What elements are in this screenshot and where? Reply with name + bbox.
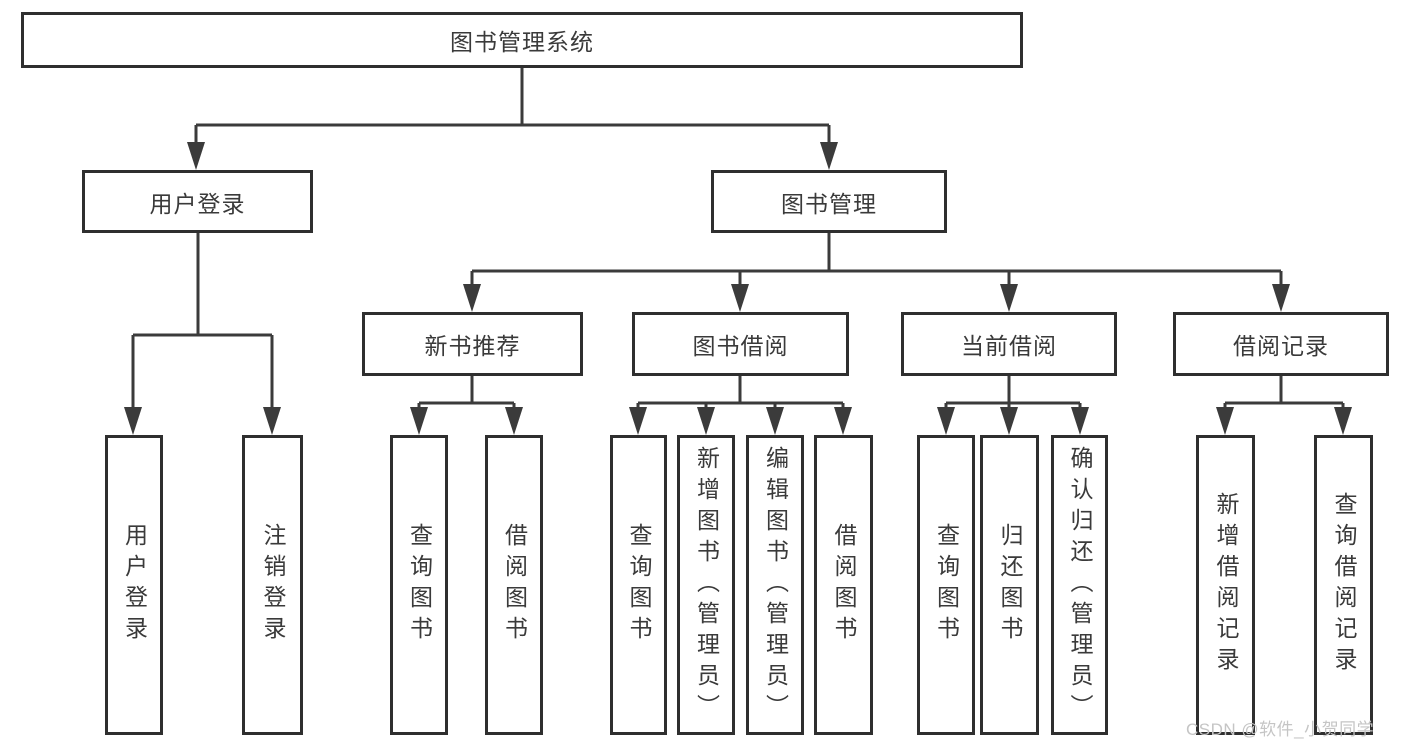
arrowheads (124, 142, 1352, 435)
node-book-management: 图书管理 (711, 170, 947, 233)
leaf-add-books-admin: 新增图书（管理员） (677, 435, 735, 735)
watermark: CSDN @软件_小贺同学 (1186, 720, 1375, 739)
leaf-label: 新增图书（管理员） (693, 445, 720, 725)
leaf-label: 查询图书 (626, 523, 652, 647)
node-user-login: 用户登录 (82, 170, 313, 233)
node-label: 图书借阅 (692, 333, 789, 359)
leaf-label: 编辑图书（管理员） (762, 445, 789, 725)
leaf-label: 借阅图书 (831, 523, 857, 647)
leaf-query-borrow-record: 查询借阅记录 (1314, 435, 1373, 735)
node-label: 图书管理系统 (450, 29, 594, 55)
node-label: 借阅记录 (1233, 333, 1329, 359)
node-label: 新书推荐 (424, 333, 521, 359)
leaf-label: 查询图书 (406, 523, 433, 647)
leaf-label: 用户登录 (121, 523, 148, 647)
leaf-confirm-return-admin: 确认归还（管理员） (1051, 435, 1108, 735)
leaf-user-login: 用户登录 (105, 435, 163, 735)
leaf-label: 归还图书 (997, 523, 1023, 647)
node-book-borrowing: 图书借阅 (632, 312, 849, 376)
leaf-borrow-books-borrowing: 借阅图书 (814, 435, 873, 735)
node-library-management-system: 图书管理系统 (21, 12, 1023, 68)
leaf-label: 新增借阅记录 (1213, 492, 1239, 678)
leaf-query-books-borrowing: 查询图书 (610, 435, 667, 735)
leaf-label: 查询图书 (933, 523, 960, 647)
leaf-label: 确认归还（管理员） (1067, 445, 1093, 725)
node-label: 图书管理 (781, 190, 877, 217)
node-borrowing-records: 借阅记录 (1173, 312, 1389, 376)
leaf-logout: 注销登录 (242, 435, 303, 735)
leaf-label: 注销登录 (260, 523, 286, 647)
leaf-query-books-current: 查询图书 (917, 435, 975, 735)
leaf-edit-books-admin: 编辑图书（管理员） (746, 435, 804, 735)
leaf-return-books: 归还图书 (980, 435, 1039, 735)
node-label: 用户登录 (149, 190, 246, 217)
leaf-label: 查询借阅记录 (1331, 492, 1357, 678)
node-label: 当前借阅 (961, 333, 1057, 359)
leaf-borrow-books-recommend: 借阅图书 (485, 435, 543, 735)
leaf-add-borrow-record: 新增借阅记录 (1196, 435, 1255, 735)
leaf-label: 借阅图书 (501, 523, 528, 647)
node-new-book-recommendation: 新书推荐 (362, 312, 583, 376)
node-current-borrowing: 当前借阅 (901, 312, 1117, 376)
leaf-query-books-recommend: 查询图书 (390, 435, 448, 735)
